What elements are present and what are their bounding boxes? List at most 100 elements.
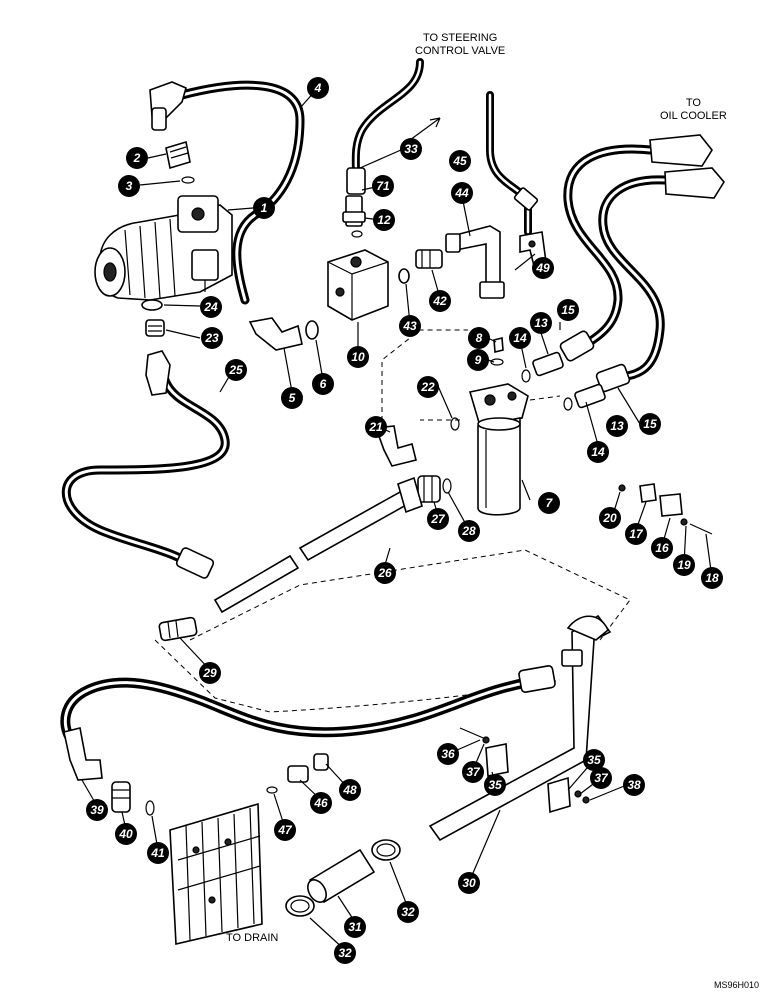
svg-text:18: 18: [705, 571, 719, 585]
callout-7: 7: [538, 492, 560, 514]
callout-6: 6: [312, 373, 334, 395]
callout-44: 44: [451, 182, 473, 204]
fitting-46: [287, 765, 309, 783]
sleeve-31: [307, 848, 376, 904]
hose-4: [149, 80, 305, 305]
svg-text:35: 35: [587, 753, 601, 767]
callout-22: 22: [417, 376, 439, 398]
nut-37-lower: [574, 790, 582, 798]
svg-text:45: 45: [452, 154, 467, 168]
svg-text:20: 20: [602, 511, 617, 525]
svg-text:33: 33: [404, 142, 418, 156]
o-ring-14-lower: [563, 397, 573, 411]
fitting-29: [158, 616, 198, 642]
callout-9: 9: [467, 349, 489, 371]
callout-41: 41: [147, 842, 169, 864]
callout-45: 45: [449, 150, 471, 172]
svg-text:17: 17: [629, 527, 644, 541]
dashed-route-upper: [381, 329, 561, 430]
svg-text:31: 31: [348, 920, 362, 934]
svg-text:29: 29: [202, 666, 217, 680]
callout-17: 17: [625, 523, 647, 545]
screw-8: [493, 336, 504, 354]
callout-1: 1: [253, 197, 275, 219]
connector-71: [342, 195, 366, 227]
callout-32-upper: 32: [397, 901, 419, 923]
hose-25: [61, 350, 230, 579]
svg-text:32: 32: [401, 905, 415, 919]
svg-text:14: 14: [513, 331, 527, 345]
seal-12: [351, 230, 363, 238]
hose-33: [346, 58, 424, 195]
callout-2: 2: [126, 147, 148, 169]
washer-19: [680, 518, 688, 526]
elbow-5: [248, 317, 303, 351]
callout-33: 33: [400, 138, 422, 160]
svg-text:30: 30: [462, 876, 476, 890]
tube-45: [486, 91, 539, 236]
svg-text:28: 28: [461, 524, 476, 538]
filter-7: [468, 383, 529, 516]
svg-text:19: 19: [677, 558, 691, 572]
plate-17: [639, 483, 657, 503]
callout-47: 47: [274, 819, 296, 841]
nut-37-upper: [482, 736, 490, 744]
fitting-13-lower: [574, 383, 606, 409]
bracket-35-upper: [485, 743, 509, 777]
callout-8: 8: [468, 327, 490, 349]
callout-21: 21: [365, 416, 387, 438]
callout-35-upper: 35: [484, 774, 506, 796]
svg-text:27: 27: [430, 512, 446, 526]
svg-text:43: 43: [402, 319, 417, 333]
svg-text:9: 9: [475, 353, 482, 367]
hose-15-lower: [595, 167, 725, 393]
callout-31: 31: [344, 916, 366, 938]
callout-12: 12: [373, 209, 395, 231]
callout-14-lower: 14: [587, 441, 609, 463]
valve-block-10: [327, 249, 389, 321]
callout-26: 26: [374, 562, 396, 584]
callout-30: 30: [458, 872, 480, 894]
svg-text:16: 16: [655, 541, 669, 555]
svg-text:3: 3: [126, 179, 133, 193]
svg-text:46: 46: [313, 796, 328, 810]
pump-fitting-2: [165, 140, 191, 170]
svg-text:35: 35: [488, 778, 502, 792]
figure-reference: MS96H010: [714, 980, 760, 990]
callout-42: 42: [429, 290, 451, 312]
callout-28: 28: [458, 520, 480, 542]
callout-15-lower: 15: [639, 413, 661, 435]
callout-43: 43: [399, 315, 421, 337]
note-line-1: TO STEERING: [422, 32, 498, 44]
note-line-2: OIL COOLER: [660, 110, 727, 122]
svg-text:71: 71: [376, 179, 390, 193]
svg-text:13: 13: [534, 316, 548, 330]
note-to-steering-control-valve: TO STEERING CONTROL VALVE: [415, 32, 505, 58]
callout-37-lower: 37: [590, 767, 612, 789]
screw-20: [618, 484, 626, 492]
svg-text:10: 10: [351, 350, 365, 364]
fitting-23: [145, 319, 165, 337]
o-ring-41: [145, 800, 155, 816]
callout-38: 38: [623, 774, 645, 796]
washer-9: [490, 358, 504, 366]
svg-text:4: 4: [314, 81, 322, 95]
callout-5: 5: [281, 387, 303, 409]
svg-text:15: 15: [643, 417, 657, 431]
callout-46: 46: [310, 792, 332, 814]
svg-text:21: 21: [368, 420, 383, 434]
svg-text:49: 49: [535, 261, 550, 275]
hose-15-upper: [559, 134, 713, 362]
nut-38: [582, 796, 590, 804]
note-line-2: CONTROL VALVE: [415, 45, 506, 57]
callout-24: 24: [200, 296, 222, 318]
svg-text:39: 39: [90, 803, 104, 817]
callout-14-upper: 14: [509, 327, 531, 349]
callout-35-lower: 35: [583, 749, 605, 771]
elbow-21: [374, 425, 417, 467]
fitting-40: [111, 781, 131, 813]
callout-4: 4: [307, 77, 329, 99]
svg-text:26: 26: [377, 566, 392, 580]
svg-text:14: 14: [591, 445, 605, 459]
tube-26: [213, 476, 423, 614]
